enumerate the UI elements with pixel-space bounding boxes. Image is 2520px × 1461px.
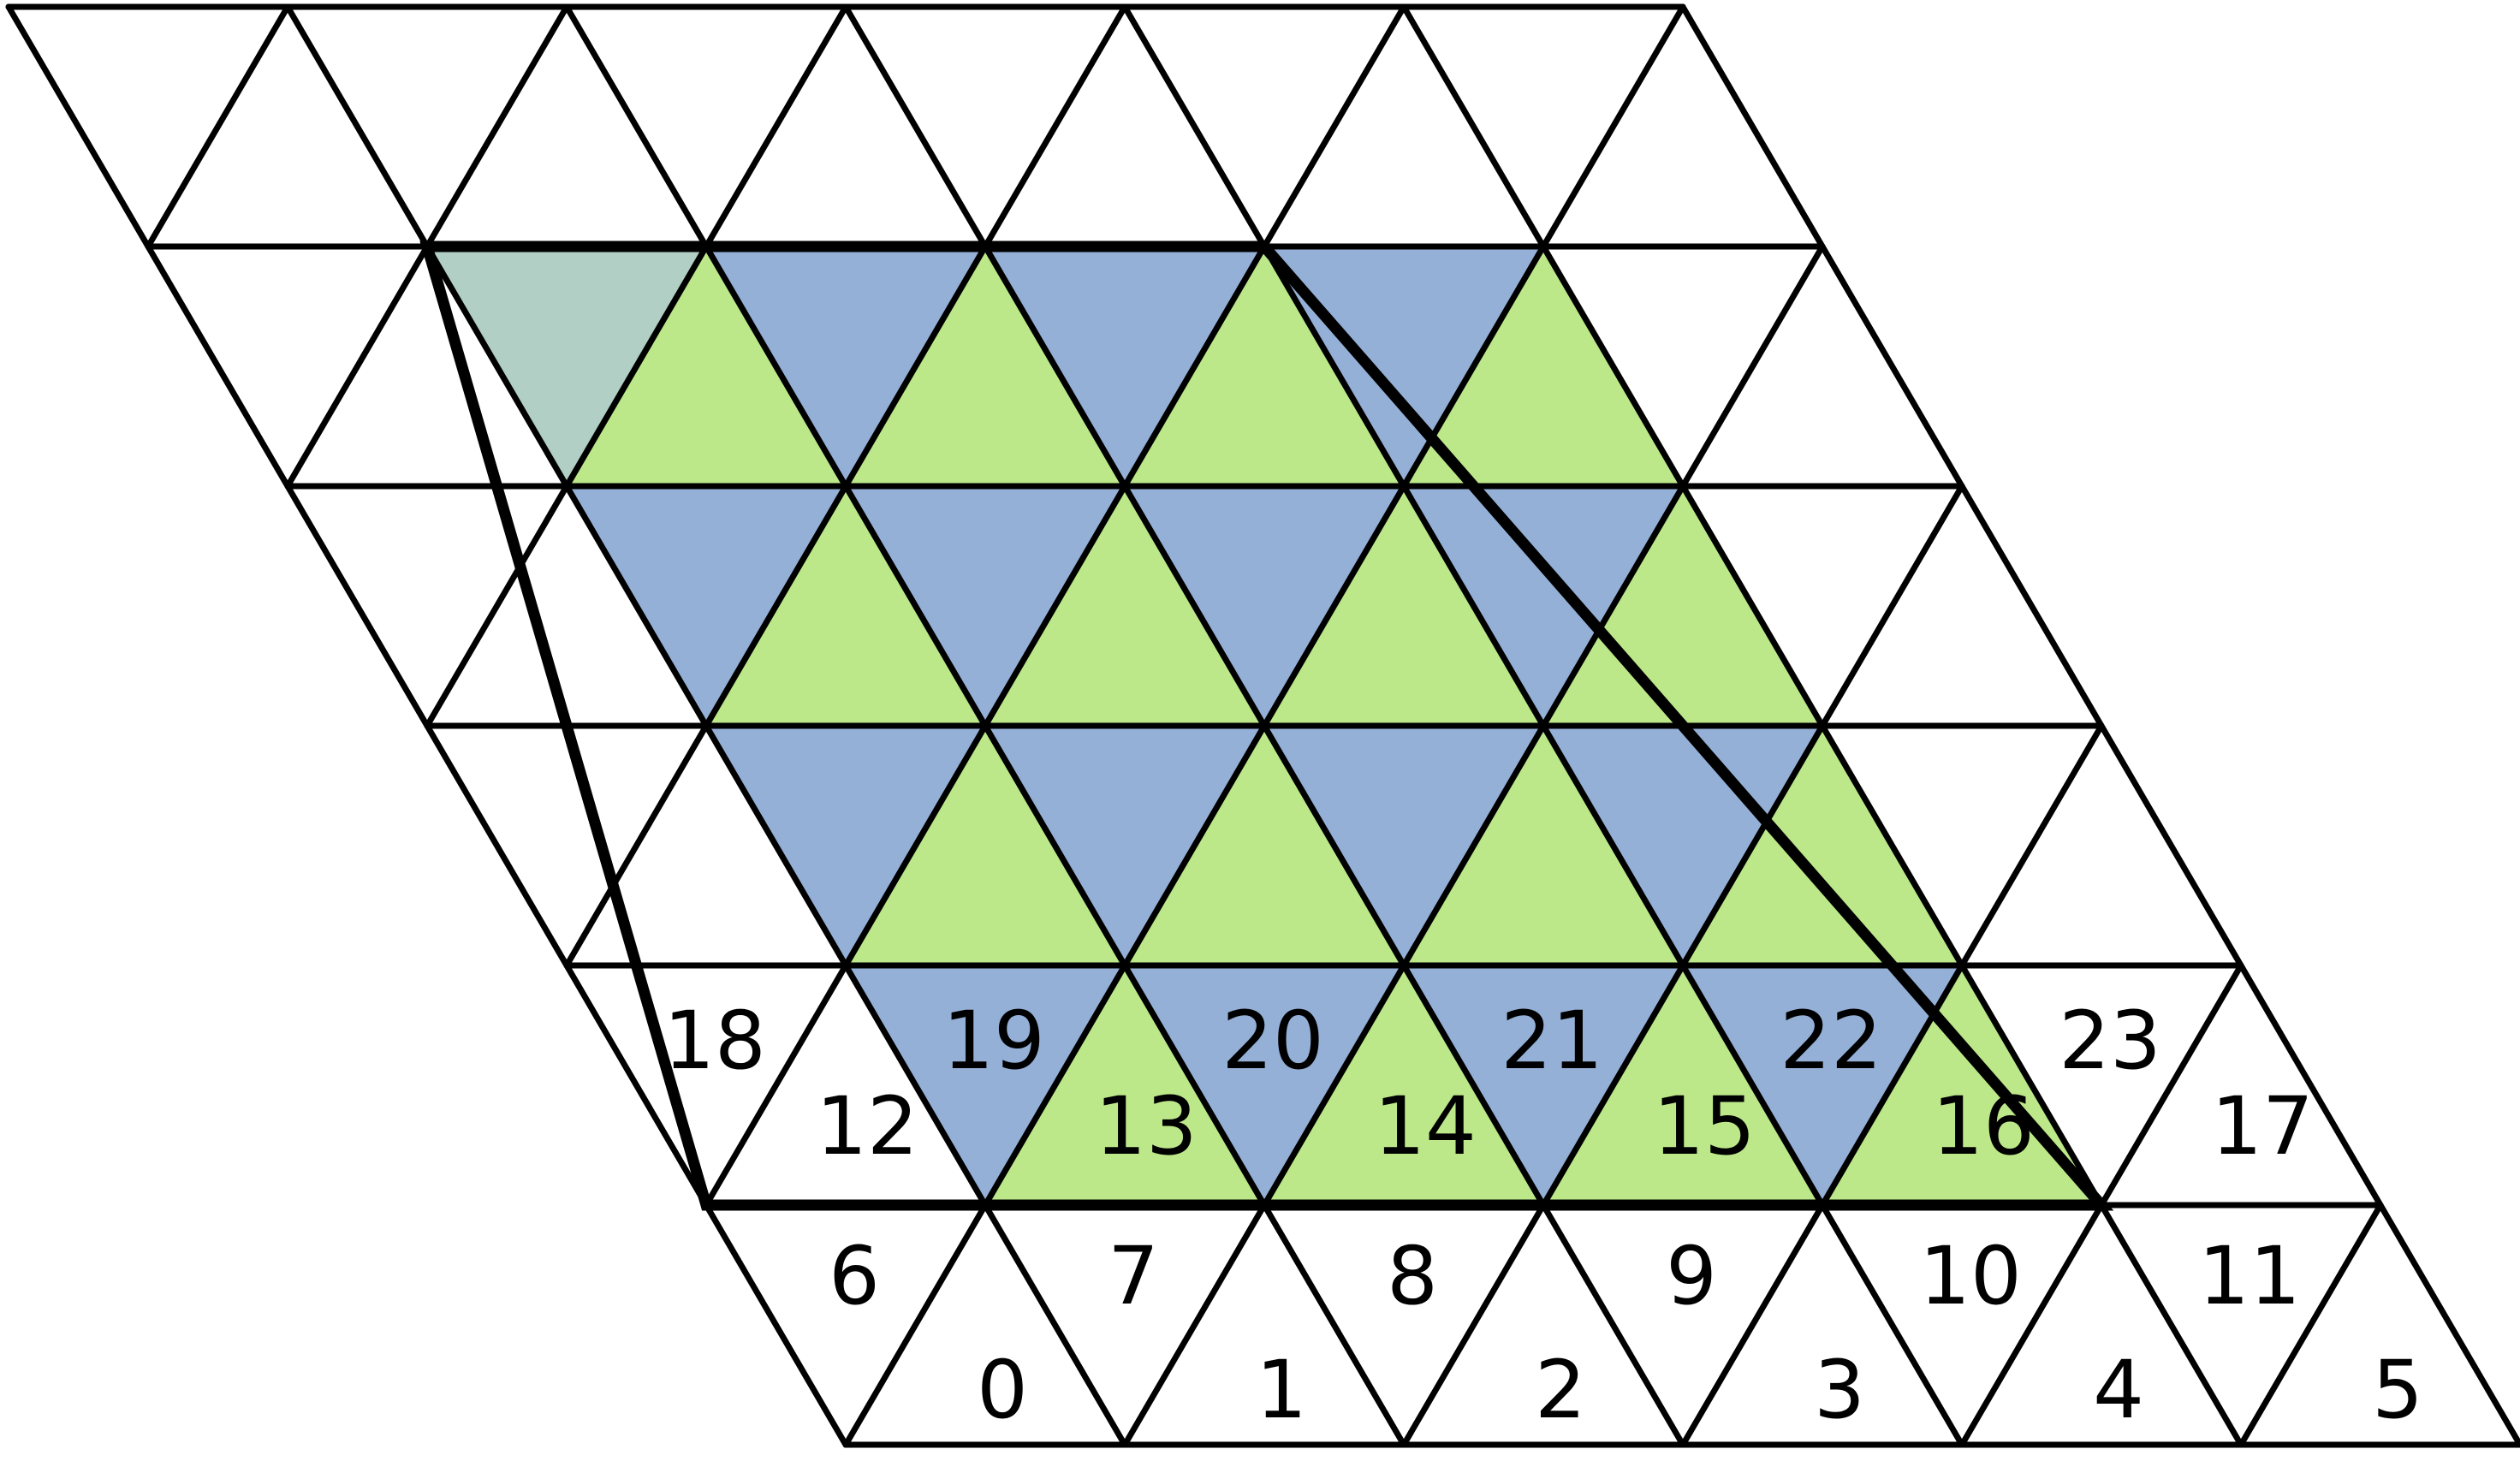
green-triangle [985,965,1264,1205]
label-down-triangle: 21 [1501,995,1603,1088]
blue-triangle [985,246,1264,486]
label-up-triangle: 16 [1932,1080,2035,1173]
label-up-triangle: 13 [1095,1080,1198,1173]
blue-triangle [1264,246,1543,486]
green-triangle [846,246,1125,486]
label-up-triangle: 4 [2093,1344,2144,1437]
label-up-triangle: 0 [977,1344,1028,1437]
blue-triangle [1404,486,1683,726]
green-triangle [1125,726,1404,965]
highlight-border [419,241,2114,1211]
label-up-triangle: 5 [2372,1344,2423,1437]
label-down-triangle: 11 [2198,1230,2301,1323]
grid-line-diagonal [2238,1202,2384,1448]
label-down-triangle: 6 [829,1230,880,1323]
grid-line-diagonal [145,3,291,250]
label-up-triangle: 3 [1814,1344,1865,1437]
blue-triangle [985,726,1264,965]
label-down-triangle: 9 [1666,1230,1717,1323]
green-triangle [1543,965,1822,1205]
green-triangle [567,246,846,486]
blue-triangle [1125,965,1404,1205]
label-up-triangle: 15 [1653,1080,1756,1173]
label-up-triangle: 1 [1256,1344,1307,1437]
blue-triangle [1683,965,1962,1205]
label-down-triangle: 22 [1780,995,1882,1088]
green-triangle [1264,965,1543,1205]
blue-triangle [1125,486,1404,726]
label-down-triangle: 7 [1108,1230,1159,1323]
label-down-triangle: 18 [663,995,766,1088]
label-down-triangle: 8 [1387,1230,1438,1323]
label-up-triangle: 17 [2211,1080,2314,1173]
label-down-triangle: 23 [2059,995,2161,1088]
grid-lines [5,3,2520,1448]
label-up-triangle: 14 [1374,1080,1477,1173]
highlight-outline [419,241,2114,1211]
green-triangle [1543,486,1822,726]
green-triangle [846,726,1125,965]
blue-triangle [706,726,985,965]
blue-triangle [1264,726,1543,965]
blue-triangle [706,246,985,486]
label-down-triangle: 19 [942,995,1045,1088]
grid-line-diagonal [1121,243,1826,1448]
grid-line-diagonal [1679,722,2105,1448]
label-down-triangle: 10 [1919,1230,2022,1323]
green-triangle [985,486,1264,726]
label-up-triangle: 2 [1535,1344,1586,1437]
blue-triangle [1543,726,1822,965]
blue-triangle [846,486,1125,726]
green-triangle [1125,246,1404,486]
green-triangle [1822,965,2101,1205]
grid-line-diagonal [424,3,849,729]
label-up-triangle: 12 [816,1080,918,1173]
label-down-triangle: 20 [1221,995,1324,1088]
green-triangle [1404,246,1683,486]
grid-line-diagonal [1400,483,1965,1448]
grid-line-diagonal [563,3,1128,969]
green-triangle [1264,486,1543,726]
green-triangle [1404,726,1683,965]
green-triangle [1683,726,1962,965]
colored-triangles [427,246,2101,1205]
green-triangle [706,486,985,726]
blue-triangle [1404,965,1683,1205]
blue-triangle [567,486,846,726]
blue-triangle [846,965,1125,1205]
grid-line-diagonal [703,3,1407,1209]
teal-triangle [427,246,706,486]
